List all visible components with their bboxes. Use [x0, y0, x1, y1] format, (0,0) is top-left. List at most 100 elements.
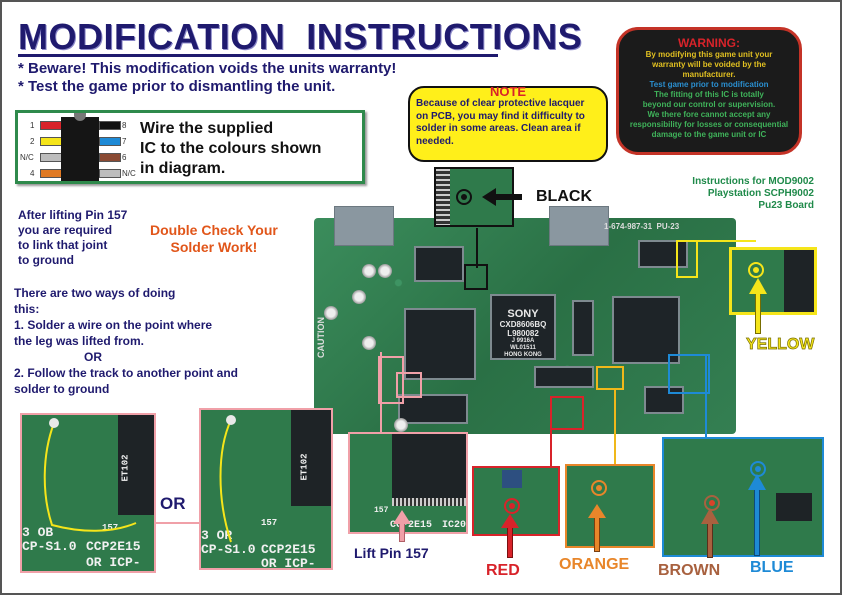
- capacitor: [362, 336, 376, 350]
- pin-label: 1: [30, 121, 35, 130]
- ic-text-line: IC to the colours shown: [140, 140, 322, 157]
- pcb-label: 157: [102, 523, 119, 533]
- connector-line: [550, 430, 552, 466]
- text-line: the leg was lifted from.: [14, 334, 145, 348]
- connector-tab: [334, 206, 394, 246]
- lift-pin-label: Lift Pin 157: [354, 545, 429, 561]
- chip: [638, 240, 688, 268]
- pin-label: 8: [122, 121, 127, 130]
- pcb-label: IC20: [442, 520, 467, 531]
- disclaimer-text: damage to the game unit or IC: [651, 130, 767, 139]
- lift-pin-inset: 157 CCP2E15 IC20: [348, 432, 468, 534]
- pin-nc-right-swatch: [99, 169, 121, 178]
- brown-arrow-head-icon: [701, 508, 719, 524]
- capacitor: [394, 418, 408, 432]
- chip-text: J 9916A: [511, 338, 535, 344]
- note-text: solder in some areas. Clean area if: [416, 123, 581, 134]
- connector-line: [614, 388, 616, 466]
- text-line: Solder Work!: [170, 239, 258, 255]
- pin-label: 6: [122, 153, 127, 162]
- solder-point-ring: [591, 480, 607, 496]
- chip: [572, 300, 594, 356]
- ic-text-line: Wire the supplied: [140, 120, 274, 137]
- chip: [414, 246, 464, 282]
- pcb-label: 157: [374, 506, 389, 515]
- pin-2-swatch: [40, 137, 62, 146]
- pin-4-swatch: [40, 169, 62, 178]
- blue-label: BLUE: [750, 559, 794, 576]
- title-underline: [18, 54, 498, 57]
- sony-cpu-chip: SONY CXD8606BQ L980082 J 9916A WL01511 H…: [490, 294, 556, 360]
- blue-arrow-head-icon: [748, 474, 766, 490]
- pin-7-swatch: [99, 137, 121, 146]
- text-line: to link that joint: [18, 238, 108, 252]
- chip-text: HONG KONG: [504, 352, 542, 358]
- solder-point-ring: [748, 262, 764, 278]
- note-text: Because of clear protective lacquer: [416, 98, 585, 109]
- red-arrow-icon: [507, 526, 513, 558]
- yellow-point-inset: [729, 247, 817, 315]
- black-arrow-head-icon: [482, 188, 496, 206]
- yellow-arrow-head-icon: [749, 278, 767, 294]
- pcb-label: CP-S1.0: [22, 539, 77, 554]
- or-label: OR: [160, 494, 186, 513]
- board-id: 1-674-987-31 PU-23: [604, 222, 680, 231]
- chip: [404, 308, 476, 380]
- text-line: Playstation SCPH9002: [707, 188, 814, 199]
- capacitor: [324, 306, 338, 320]
- chip-text: WL01511: [510, 345, 536, 351]
- text-line: Instructions for MOD9002: [692, 176, 814, 187]
- orange-label: ORANGE: [559, 556, 630, 573]
- warning-text: warranty will be voided by the: [652, 60, 766, 69]
- orange-point-marker: [596, 366, 624, 390]
- pcb-label: OR ICP-: [86, 555, 141, 570]
- pin-1-swatch: [40, 121, 62, 130]
- note-text: needed.: [416, 135, 454, 147]
- red-label: RED: [486, 562, 520, 579]
- warranty-warning: * Beware! This modification voids the un…: [18, 60, 397, 77]
- pin157-marker: [378, 356, 404, 404]
- orange-point-inset: [565, 464, 655, 548]
- pink-arrow-icon: [399, 522, 405, 542]
- solder-point: [461, 194, 467, 200]
- pin-label: N/C: [20, 153, 34, 162]
- capacitor: [362, 264, 376, 278]
- pin-nc-left-swatch: [40, 153, 62, 162]
- disclaimer-text: responsibility for losses or consequenti…: [629, 120, 789, 129]
- warning-text: manufacturer.: [682, 70, 736, 79]
- text-line: to ground: [18, 253, 74, 267]
- pin-label: N/C: [122, 169, 136, 178]
- ic-instructions: Wire the supplied IC to the colours show…: [140, 119, 321, 179]
- pin-label: 2: [30, 137, 35, 146]
- solder-point-ring: [504, 498, 520, 514]
- black-arrow-icon: [494, 194, 522, 200]
- pcb-label: OR ICP-: [261, 556, 316, 570]
- text-line: 1. Solder a wire on the point where: [14, 318, 213, 332]
- pcb-label: CCP2E15: [86, 539, 141, 554]
- text-line: solder to ground: [14, 382, 110, 396]
- brown-label: BROWN: [658, 562, 721, 579]
- brown-solder-point: [709, 500, 715, 506]
- method-two-inset: ET102 157 3 OR CP-S1.0 CCP2E15 OR ICP-: [199, 408, 333, 570]
- method-one-inset: ET102 157 3 OB CP-S1.0 CCP2E15 OR ICP-: [20, 413, 156, 573]
- ic-chip-icon: [61, 113, 99, 181]
- brown-arrow-icon: [707, 522, 713, 558]
- warning-title: WARNING:: [678, 36, 740, 50]
- yellow-arrow-icon: [755, 292, 761, 334]
- warning-test-text: Test game prior to modification: [649, 80, 769, 89]
- after-lifting-text: After lifting Pin 157 you are required t…: [18, 208, 127, 268]
- disclaimer-text: beyond our control or supervision.: [642, 100, 776, 109]
- blue-solder-point: [755, 466, 761, 472]
- note-text: on PCB, you may find it difficulty to: [416, 110, 585, 122]
- pcb-label: CP-S1.0: [201, 542, 256, 557]
- text-line: you are required: [18, 223, 113, 237]
- text-line: After lifting Pin 157: [18, 208, 128, 222]
- connector-tab: [549, 206, 609, 246]
- solder-point: [753, 267, 759, 273]
- connector-line: [686, 240, 756, 242]
- connector-line: [156, 522, 200, 524]
- ic-text-line: in diagram.: [140, 160, 226, 177]
- pin-label: 7: [122, 137, 127, 146]
- note-title: NOTE: [489, 84, 527, 99]
- chip-text: L980082: [507, 329, 539, 338]
